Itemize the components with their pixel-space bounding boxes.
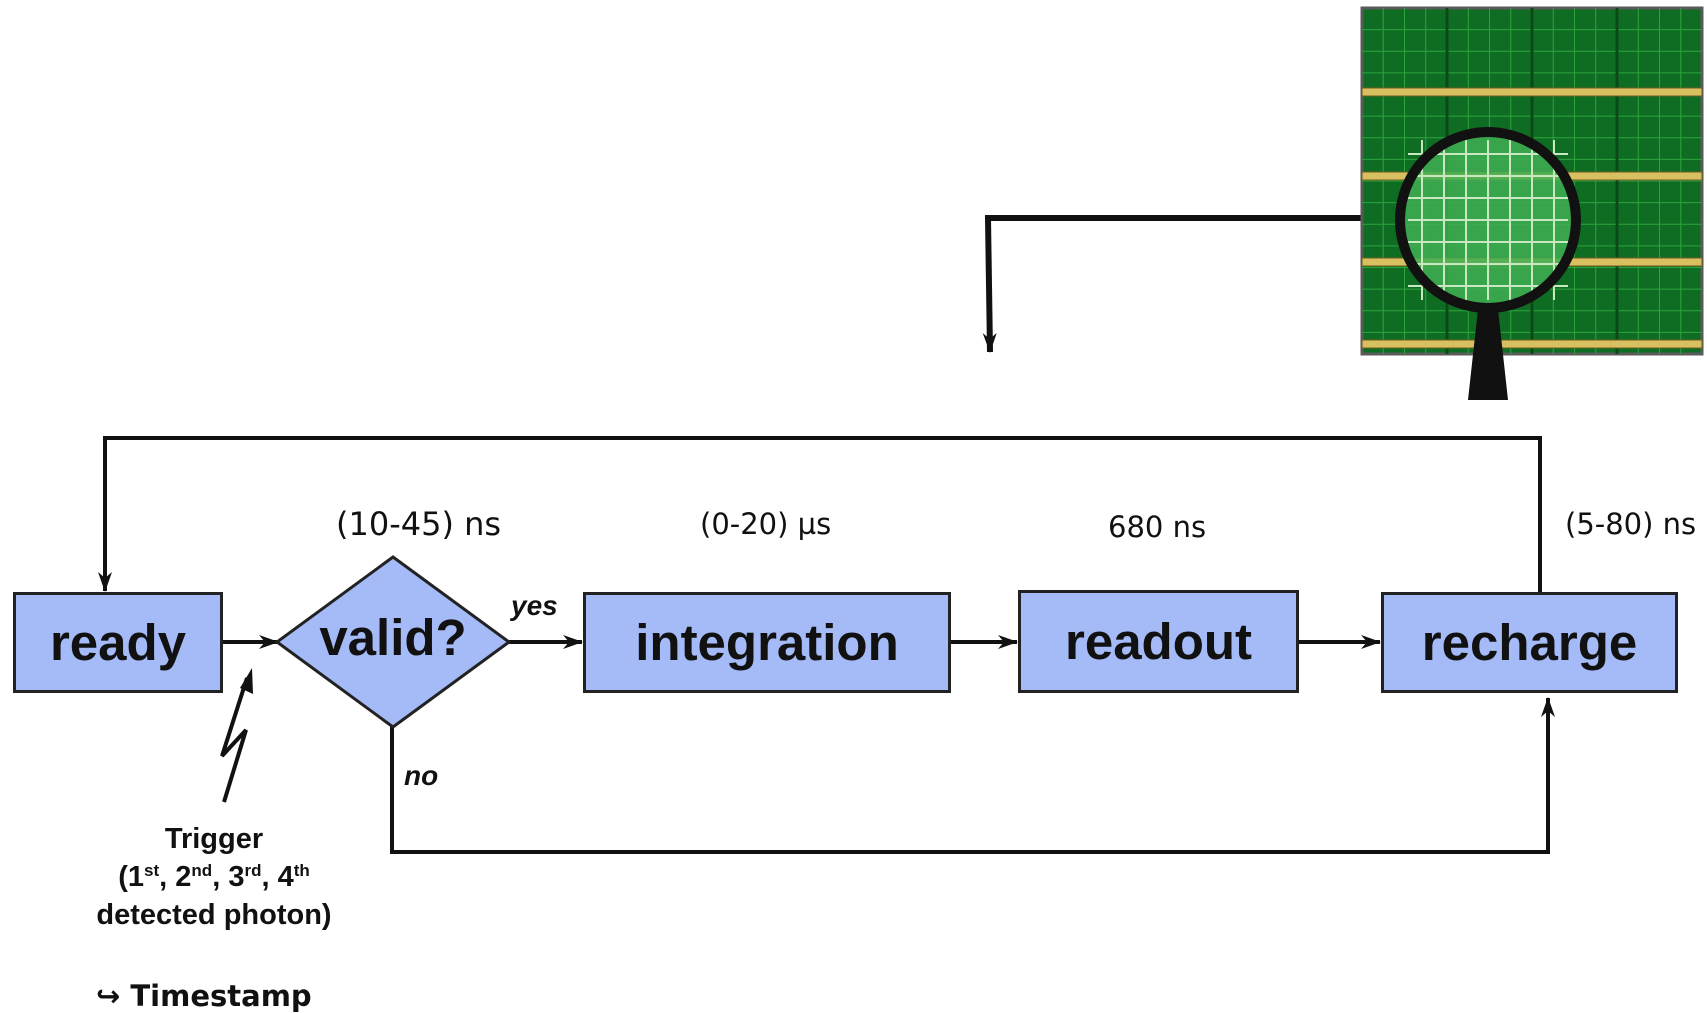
recharge-label: recharge <box>1421 614 1638 671</box>
readout-label: readout <box>1064 613 1253 670</box>
valid-decision-diamond <box>274 555 512 729</box>
timestamp-label: ↪ Timestamp <box>96 979 312 1013</box>
valid-timing: (10-45) ns <box>336 505 502 543</box>
no-branch-label: no <box>404 760 439 791</box>
sensor-chip-icon <box>1360 6 1704 400</box>
valid-label: valid? <box>319 609 467 666</box>
recharge-timing: (5-80) ns <box>1565 507 1697 541</box>
integration-label: integration <box>635 614 899 671</box>
yes-branch-label: yes <box>511 590 558 621</box>
ready-label: ready <box>49 614 187 671</box>
trigger-detected-photon: detected photon) <box>96 899 332 931</box>
readout-timing: 680 ns <box>1108 510 1207 544</box>
lightning-bolt-icon <box>220 668 253 803</box>
readout-state-box: readout <box>1018 590 1299 693</box>
trigger-ordinals: (1st, 2nd, 3rd, 4th <box>118 861 310 893</box>
arrow-recharge-to-ready-loop <box>98 436 1542 592</box>
recharge-state-box: recharge <box>1381 592 1678 693</box>
arrow-magnifier-to-diagram <box>982 215 1398 353</box>
magnifier-icon <box>1395 127 1581 313</box>
trigger-title: Trigger <box>164 823 264 855</box>
integration-timing: (0-20) µs <box>700 507 832 541</box>
arrow-valid-to-recharge-no <box>390 697 1555 854</box>
integration-state-box: integration <box>583 592 951 693</box>
ready-state-box: ready <box>13 592 223 693</box>
trigger-caption: Trigger (1st, 2nd, 3rd, 4th detected pho… <box>60 820 368 934</box>
